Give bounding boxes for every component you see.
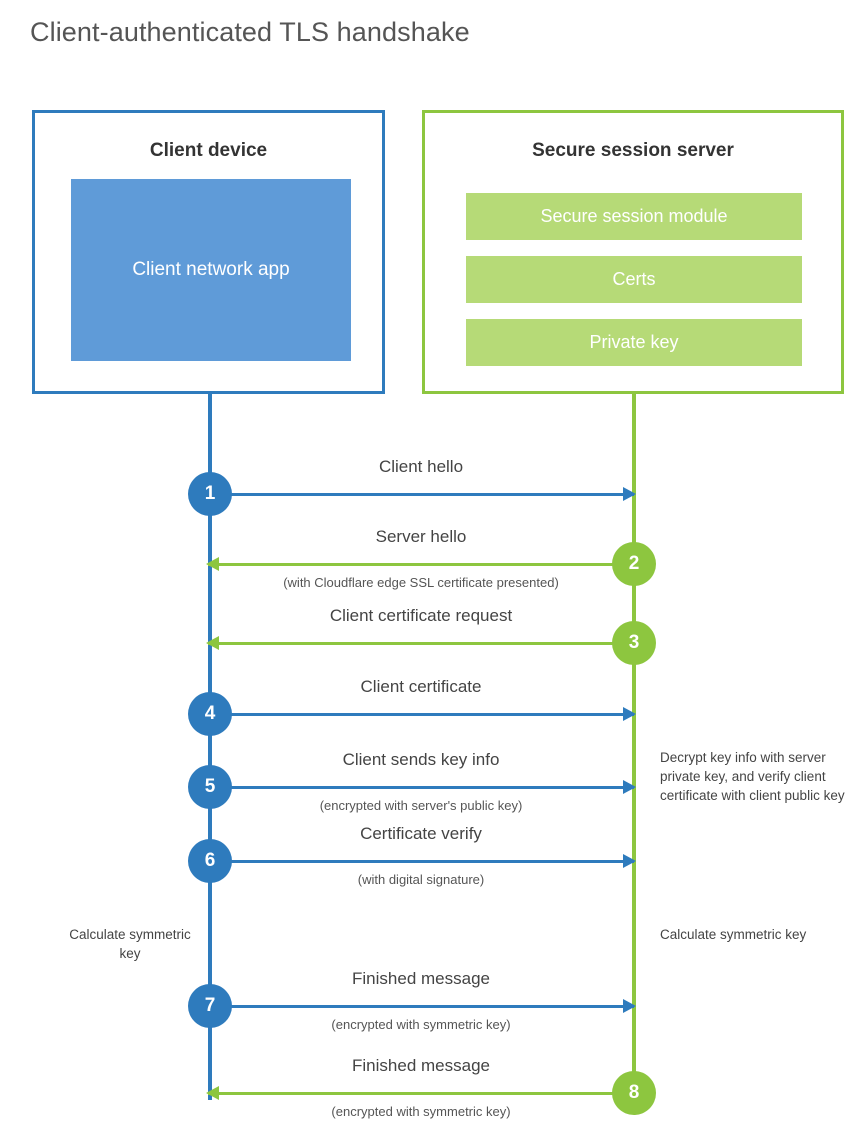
arrow-head-icon-2 [206,557,219,571]
message-sublabel-7: (encrypted with symmetric key) [331,1017,511,1032]
arrow-head-icon-8 [206,1086,219,1100]
message-label-6: Certificate verify [360,824,482,843]
arrow-head-icon-4 [623,707,636,721]
secure-session-server-box: Secure session server Secure session mod… [422,110,844,394]
annotation-client-calculate-symmetric-key: Calculate symmetric key [69,927,191,961]
page-title: Client-authenticated TLS handshake [30,17,470,47]
message-arrow-line-1 [208,493,634,496]
client-lifeline [208,394,212,1100]
step-circle-8: 8 [612,1071,656,1115]
message-arrow-line-5 [208,786,634,789]
message-sublabel-8: (encrypted with symmetric key) [331,1104,511,1119]
message-arrow-line-6 [208,860,634,863]
arrow-head-icon-1 [623,487,636,501]
step-circle-3: 3 [612,621,656,665]
server-lifeline [632,394,636,1095]
message-arrow-line-2 [208,563,634,566]
step-circle-1: 1 [188,472,232,516]
message-sublabel-5: (encrypted with server's public key) [319,798,523,813]
message-arrow-line-4 [208,713,634,716]
message-label-7: Finished message [352,969,490,988]
message-label-1: Client hello [378,457,464,476]
message-label-3: Client certificate request [329,606,513,625]
server-component-certs: Certs [466,256,802,303]
annotation-server-decrypt: Decrypt key info with server private key… [660,750,845,803]
server-component-secure-session-module: Secure session module [466,193,802,240]
step-circle-4: 4 [188,692,232,736]
step-circle-7: 7 [188,984,232,1028]
message-label-5: Client sends key info [342,750,500,769]
client-device-box: Client device Client network app [32,110,385,394]
arrow-head-icon-5 [623,780,636,794]
message-sublabel-2: (with Cloudflare edge SSL certificate pr… [283,575,559,590]
message-sublabel-6: (with digital signature) [357,872,485,887]
client-device-title: Client device [149,140,268,161]
message-arrow-line-3 [208,642,634,645]
message-label-2: Server hello [375,527,467,546]
message-arrow-line-7 [208,1005,634,1008]
step-circle-6: 6 [188,839,232,883]
message-arrow-line-8 [208,1092,634,1095]
step-circle-2: 2 [612,542,656,586]
step-circle-5: 5 [188,765,232,809]
server-component-private-key: Private key [466,319,802,366]
arrow-head-icon-3 [206,636,219,650]
arrow-head-icon-6 [623,854,636,868]
message-label-4: Client certificate [360,677,482,696]
client-network-app-block: Client network app [71,179,351,361]
message-label-8: Finished message [352,1056,490,1075]
arrow-head-icon-7 [623,999,636,1013]
annotation-server-calculate-symmetric-key: Calculate symmetric key [660,927,807,942]
secure-session-server-title: Secure session server [532,140,734,161]
